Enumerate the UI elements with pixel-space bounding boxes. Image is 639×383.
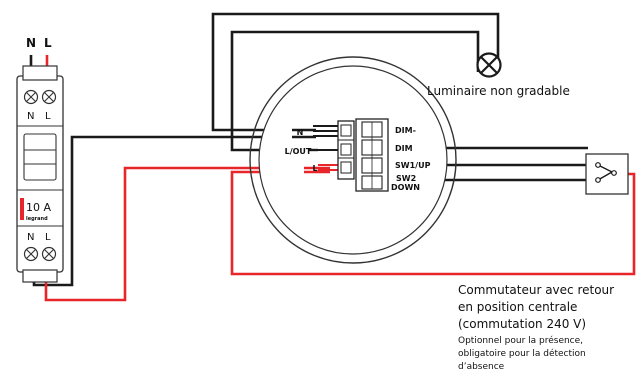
n-bundle [313, 125, 340, 137]
switch-note-line3: (commutation 240 V) [458, 317, 586, 331]
terminal-sw1-label: SW1/UP [395, 161, 431, 170]
switch-note-line1: Commutateur avec retour [458, 283, 614, 297]
module-body-outer [249, 56, 457, 264]
circuit-breaker: N L 10 A legrand N L [16, 65, 64, 283]
breaker-rating: 10 A [26, 201, 51, 214]
terminal-dim-minus-label: DIM- [395, 126, 416, 135]
terminal-dim-label: DIM [395, 144, 413, 153]
breaker-top-neutral: N [27, 111, 34, 122]
breaker-top-line: L [45, 111, 51, 122]
breaker-toggle [23, 133, 57, 181]
switch-note-small2: obligatoire pour la détection [458, 348, 586, 359]
switch-feed-wire [230, 170, 636, 276]
lamp-icon [476, 52, 502, 78]
luminaire-label: Luminaire non gradable [427, 84, 570, 98]
switch-note-line2: en position centrale [458, 300, 577, 314]
terminal-down-label: DOWN [391, 183, 420, 192]
terminal-n-label: N [297, 128, 304, 137]
switch-note-small1: Optionnel pour la présence, [458, 335, 583, 346]
supply-line-label: L [44, 36, 52, 50]
left-terminal-block [337, 120, 355, 180]
breaker-bottom-neutral: N [27, 232, 34, 243]
switch-note-small3: d’absence [458, 362, 505, 372]
right-terminal-block [355, 118, 389, 192]
terminal-l-label: L [312, 164, 317, 173]
supply-neutral-label: N [26, 36, 36, 50]
breaker-brand: legrand [26, 216, 48, 222]
terminal-sw2-label: SW2 [396, 174, 416, 183]
terminal-lout-label: L/OUT [285, 147, 312, 156]
switch-icon [585, 153, 629, 195]
breaker-bottom-line: L [45, 232, 51, 243]
line-wire-supply [44, 166, 330, 302]
